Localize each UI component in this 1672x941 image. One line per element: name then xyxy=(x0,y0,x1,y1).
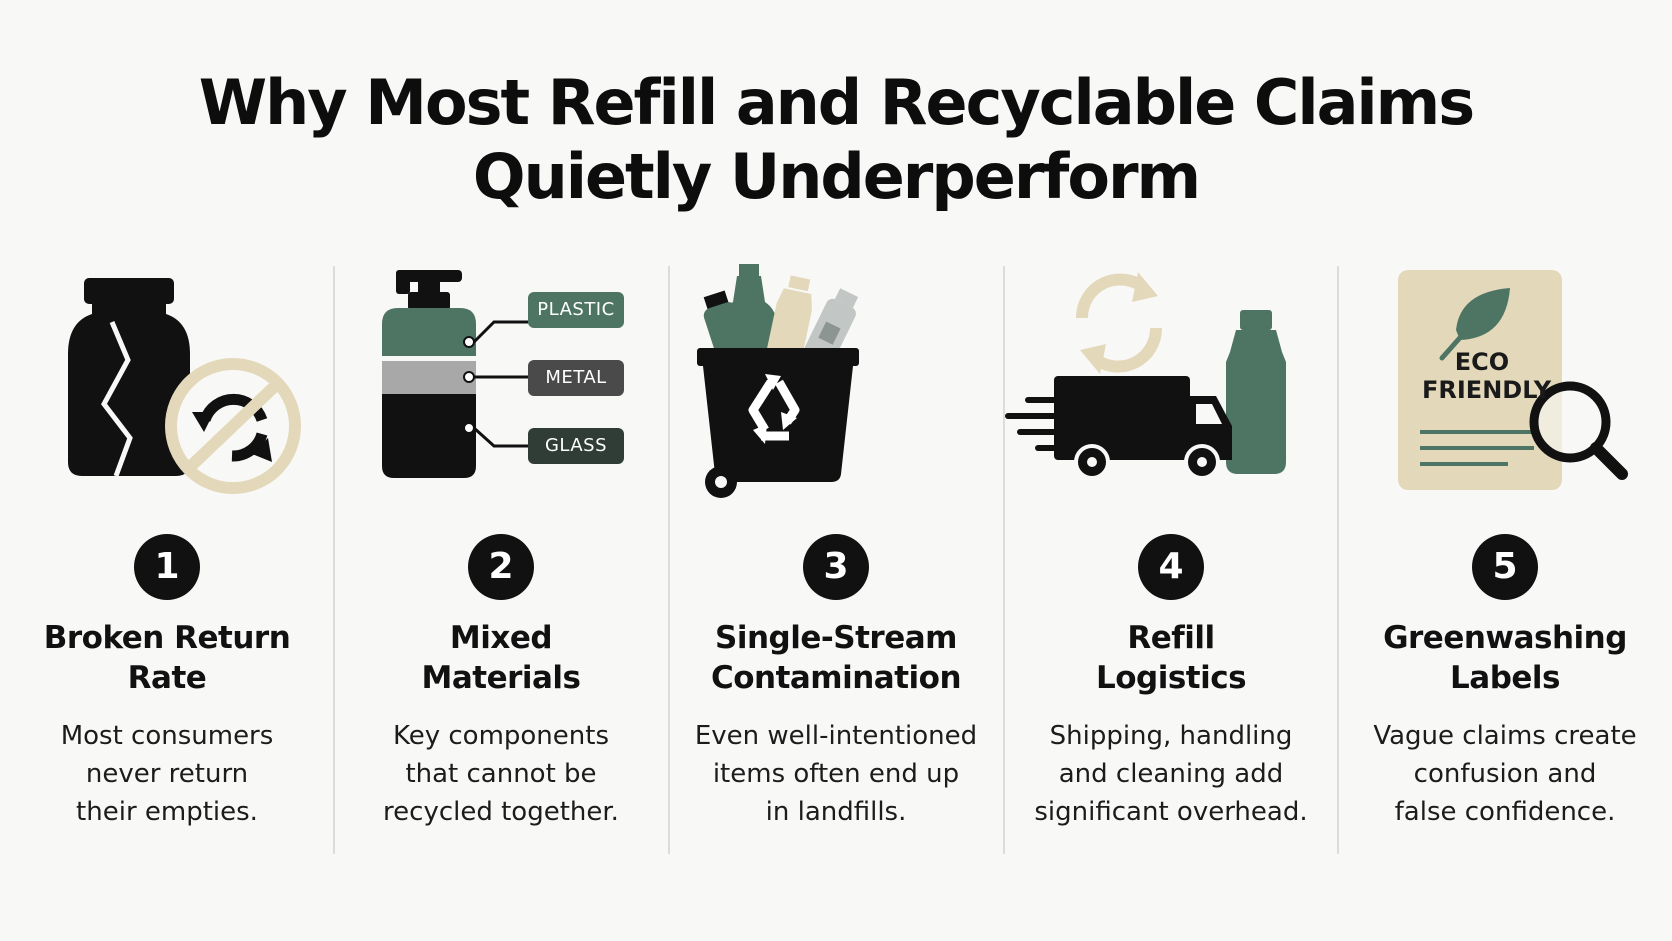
heading-line: Broken Return xyxy=(43,620,291,656)
factor-description: Vague claims create confusion and false … xyxy=(1348,717,1662,831)
description-line: recycled together. xyxy=(383,797,619,827)
heading-line: Greenwashing xyxy=(1383,620,1627,656)
factor-column-greenwashing-labels: ECO FRIENDLY 5 Greenwashing Labels Vague… xyxy=(1338,262,1672,856)
eco-label-line: FRIENDLY xyxy=(1422,376,1552,404)
description-line: Shipping, handling xyxy=(1049,721,1293,751)
step-number-badge: 2 xyxy=(468,534,534,600)
pump-bottle-materials-icon: PLASTIC METAL GLASS xyxy=(334,262,668,512)
heading-line: Rate xyxy=(127,660,207,696)
description-line: never return xyxy=(85,759,249,789)
page-title-line-1: Why Most Refill and Recyclable Claims xyxy=(198,66,1475,139)
factor-heading: Mixed Materials xyxy=(344,618,658,698)
step-number-badge: 5 xyxy=(1472,534,1538,600)
factor-column-single-stream-contamination: 3 Single-Stream Contamination Even well-… xyxy=(669,262,1003,856)
material-tag-glass: GLASS xyxy=(528,428,624,464)
step-number-badge: 4 xyxy=(1138,534,1204,600)
factor-heading: Broken Return Rate xyxy=(10,618,324,698)
description-line: confusion and xyxy=(1413,759,1597,789)
page-title-line-2: Quietly Underperform xyxy=(472,140,1201,213)
delivery-truck-refill-icon xyxy=(1004,262,1338,512)
step-number-badge: 3 xyxy=(803,534,869,600)
factor-description: Even well-intentioned items often end up… xyxy=(679,717,993,831)
heading-line: Contamination xyxy=(710,660,962,696)
factor-columns: 1 Broken Return Rate Most consumers neve… xyxy=(0,262,1672,862)
eco-label-line: ECO xyxy=(1454,348,1510,376)
description-line: that cannot be xyxy=(405,759,597,789)
description-line: Even well-intentioned xyxy=(694,721,978,751)
page-title: Why Most Refill and Recyclable Claims Qu… xyxy=(0,66,1672,214)
factor-heading: Greenwashing Labels xyxy=(1348,618,1662,698)
factor-heading: Refill Logistics xyxy=(1014,618,1328,698)
description-line: Vague claims create xyxy=(1373,721,1637,751)
heading-line: Logistics xyxy=(1095,660,1247,696)
description-line: their empties. xyxy=(76,797,258,827)
factor-column-mixed-materials: PLASTIC METAL GLASS 2 Mixed Materials Ke… xyxy=(334,262,668,856)
heading-line: Refill xyxy=(1127,620,1215,656)
description-line: and cleaning add xyxy=(1058,759,1284,789)
material-tag-metal: METAL xyxy=(528,360,624,396)
factor-column-refill-logistics: 4 Refill Logistics Shipping, handling an… xyxy=(1004,262,1338,856)
factor-description: Key components that cannot be recycled t… xyxy=(344,717,658,831)
recycling-bin-icon xyxy=(669,262,1003,512)
material-tag-plastic: PLASTIC xyxy=(528,292,624,328)
description-line: false confidence. xyxy=(1394,797,1616,827)
description-line: significant overhead. xyxy=(1034,797,1308,827)
eco-label-magnifier-icon: ECO FRIENDLY xyxy=(1338,262,1672,512)
column-divider xyxy=(668,266,670,854)
column-divider xyxy=(1003,266,1005,854)
description-line: Most consumers xyxy=(60,721,274,751)
step-number-badge: 1 xyxy=(134,534,200,600)
column-divider xyxy=(333,266,335,854)
factor-heading: Single-Stream Contamination xyxy=(679,618,993,698)
factor-column-broken-return-rate: 1 Broken Return Rate Most consumers neve… xyxy=(0,262,334,856)
description-line: items often end up xyxy=(712,759,960,789)
factor-description: Most consumers never return their emptie… xyxy=(10,717,324,831)
cracked-jar-no-return-icon xyxy=(0,262,334,512)
description-line: in landfills. xyxy=(765,797,907,827)
description-line: Key components xyxy=(392,721,610,751)
heading-line: Single-Stream xyxy=(715,620,957,656)
factor-description: Shipping, handling and cleaning add sign… xyxy=(1014,717,1328,831)
eco-label-text: ECO FRIENDLY xyxy=(1422,348,1552,404)
column-divider xyxy=(1337,266,1339,854)
heading-line: Mixed xyxy=(449,620,553,656)
heading-line: Materials xyxy=(421,660,581,696)
heading-line: Labels xyxy=(1450,660,1560,696)
